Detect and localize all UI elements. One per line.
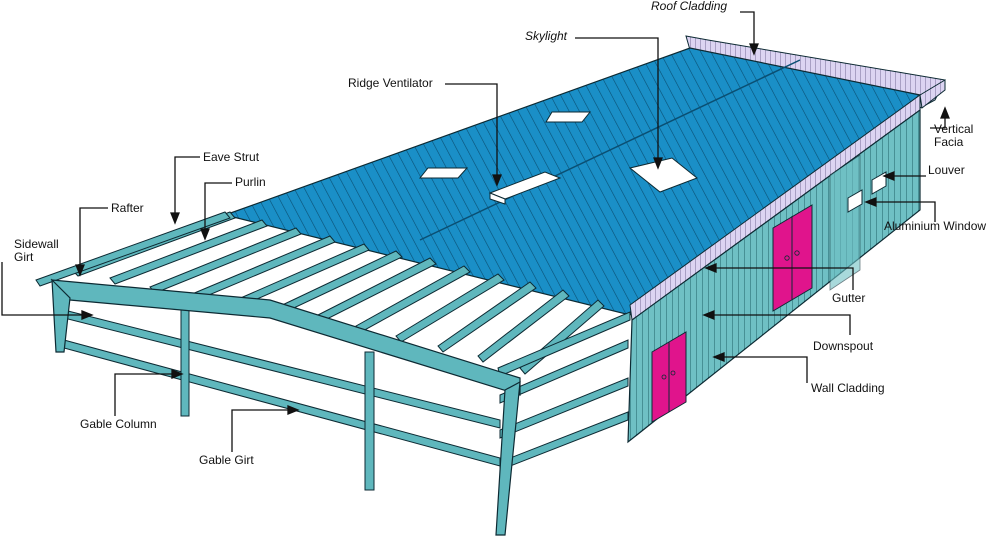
rafter-frame [50,278,521,536]
label-skylight: Skylight [525,29,568,43]
label-rafter: Rafter [111,201,144,215]
label-gable-column: Gable Column [80,417,157,431]
purlins [71,211,605,375]
ridge-ventilator [488,171,562,205]
callout-leaders [1,11,950,452]
label-ridge-ventilator: Ridge Ventilator [348,76,433,90]
label-louver: Louver [928,163,965,177]
door-small [651,331,687,423]
gable-girts [63,309,501,467]
label-roof-cladding: Roof Cladding [651,0,728,13]
label-aluminium-window: Aluminium Window [884,219,987,233]
label-gable-girt: Gable Girt [199,453,254,467]
label-eave-strut: Eave Strut [203,150,260,164]
label-sidewall-girt: Sidewall Girt [14,237,59,264]
door-large [772,204,813,312]
sidewall-girts [499,339,629,471]
label-wall-cladding: Wall Cladding [811,381,885,395]
gable-columns [180,299,375,491]
label-vertical-facia: Vertical Facia [934,122,974,149]
label-downspout: Downspout [813,339,874,353]
eave-strut [35,211,631,377]
label-gutter: Gutter [832,291,866,305]
skylight-panels [418,111,698,193]
louver [871,171,887,195]
aluminium-window [847,189,863,213]
label-purlin: Purlin [235,175,266,189]
